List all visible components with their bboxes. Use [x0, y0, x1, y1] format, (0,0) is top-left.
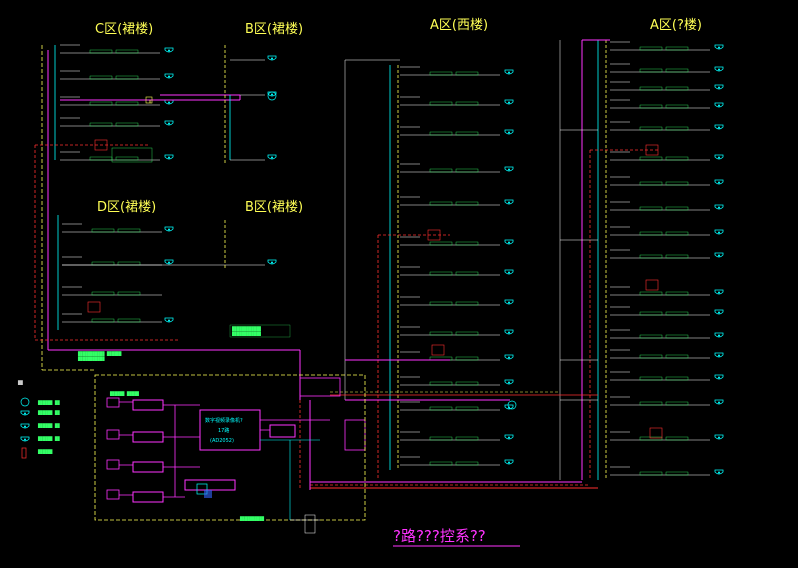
- control-room: 数字视频录像机? 17路 (AD2052) ██████████ ██████ …: [94, 374, 366, 534]
- zone-a-east-label: A区(?楼): [650, 18, 702, 33]
- svg-text:██████ ██: ██████ ██: [37, 436, 60, 441]
- drawing-title-block: ?路???控系??: [393, 527, 520, 547]
- svg-text:██████ ██: ██████ ██: [37, 410, 60, 415]
- zone-c-annex-label: C区(裙楼): [95, 22, 153, 37]
- monitor-icon: [106, 397, 120, 500]
- svg-text:██████ █████: ██████ █████: [109, 391, 139, 396]
- svg-text:███████████: ███████████: [77, 356, 105, 361]
- a-west-wiring: [344, 59, 517, 480]
- svg-text:██████: ██████: [37, 449, 53, 454]
- keyboard-icon: [196, 483, 212, 498]
- controller-line1: 数字视频录像机?: [205, 417, 243, 424]
- controller-line3: (AD2052): [210, 438, 234, 444]
- controller-line2: 17路: [218, 427, 229, 434]
- a-east-wiring: [559, 39, 724, 480]
- drawing-title: ?路???控系??: [393, 527, 486, 545]
- zone-a-west-label: A区(西楼): [430, 18, 488, 33]
- svg-text:██████ ██: ██████ ██: [37, 423, 60, 428]
- legend: ██ ██████ ██ ██████ ██ ██████ ██ ██████ …: [17, 380, 60, 459]
- svg-text:████████████: ████████████: [231, 326, 261, 331]
- zone-d-annex-label: D区(裙楼): [97, 200, 156, 215]
- zone-b-annex-mid-label: B区(裙楼): [245, 200, 303, 215]
- trunk-lines: [299, 391, 598, 490]
- svg-text:██████████: ██████████: [239, 516, 265, 521]
- svg-text:████████████: ████████████: [231, 331, 261, 336]
- svg-text:██████ ██: ██████ ██: [37, 400, 60, 405]
- svg-text:██: ██: [17, 380, 23, 385]
- legend-camera-icon: [20, 397, 30, 442]
- left-wiring: ████████████ ████████████ ███████████ ██…: [34, 44, 301, 400]
- svg-text:███████████ ██████: ███████████ ██████: [77, 351, 122, 356]
- zone-b-annex-top-label: B区(裙楼): [245, 22, 303, 37]
